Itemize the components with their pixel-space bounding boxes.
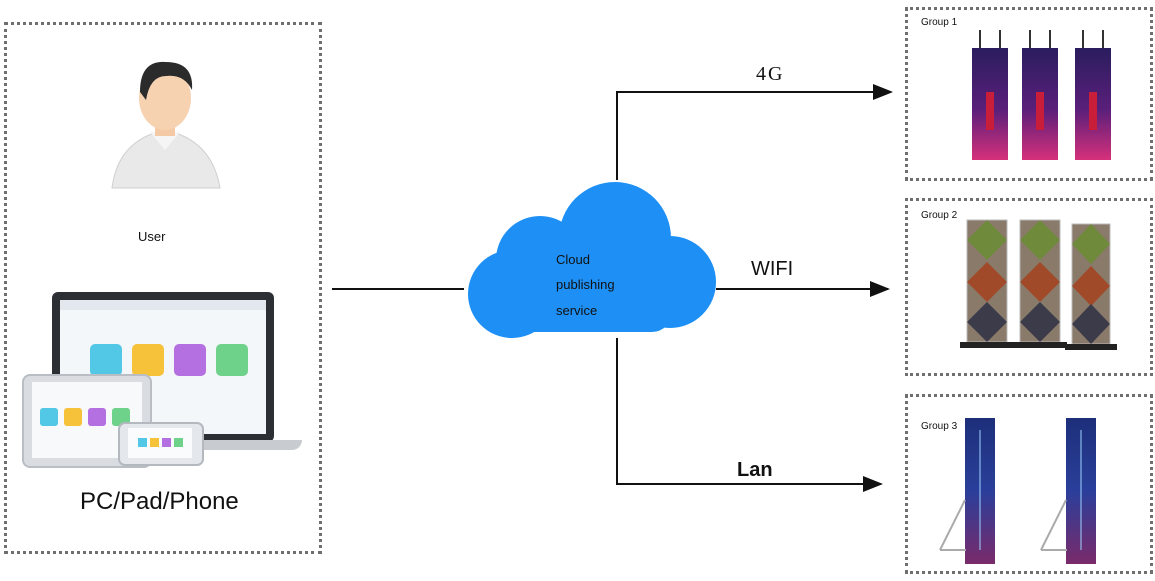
cloud-label-line1: Cloud <box>556 252 590 267</box>
app-tile-icon <box>64 408 82 426</box>
app-tile-icon <box>112 408 130 426</box>
group-3-panel <box>905 394 1153 574</box>
lan-arrow <box>616 338 883 492</box>
poster-display-icon <box>1075 30 1111 160</box>
standing-display-icon <box>1013 219 1067 348</box>
app-tile-icon <box>88 408 106 426</box>
app-tile-icon <box>150 438 159 447</box>
devices-label: PC/Pad/Phone <box>80 488 239 515</box>
laptop-icon <box>52 292 274 442</box>
poster-display-icon <box>972 30 1008 160</box>
4g-label: 4G <box>756 63 785 85</box>
app-tile-icon <box>174 438 183 447</box>
easel-display-icon <box>939 418 995 564</box>
easel-display-icon <box>1040 418 1096 564</box>
cloud-label-line2: publishing <box>556 277 615 292</box>
app-tile-icon <box>162 438 171 447</box>
app-tile-icon <box>174 344 206 376</box>
standing-display-icon <box>960 219 1014 348</box>
app-tile-icon <box>216 344 248 376</box>
group-1-label: Group 1 <box>921 17 958 28</box>
client-panel <box>4 22 322 554</box>
cloud-label-line3: service <box>556 303 598 318</box>
app-tile-icon <box>138 438 147 447</box>
lan-label: Lan <box>737 459 773 481</box>
group-2-label: Group 2 <box>921 210 958 221</box>
group-1-panel <box>905 7 1153 181</box>
poster-display-icon <box>1022 30 1058 160</box>
group-2-panel <box>905 198 1153 376</box>
wifi-label: WIFI <box>751 258 794 280</box>
user-label: User <box>138 229 166 244</box>
standing-display-icon <box>1065 223 1117 350</box>
phone-icon <box>118 422 204 466</box>
app-tile-icon <box>90 344 122 376</box>
4g-arrow <box>616 84 893 180</box>
app-tile-icon <box>40 408 58 426</box>
group-3-label: Group 3 <box>921 421 958 432</box>
app-tile-icon <box>132 344 164 376</box>
